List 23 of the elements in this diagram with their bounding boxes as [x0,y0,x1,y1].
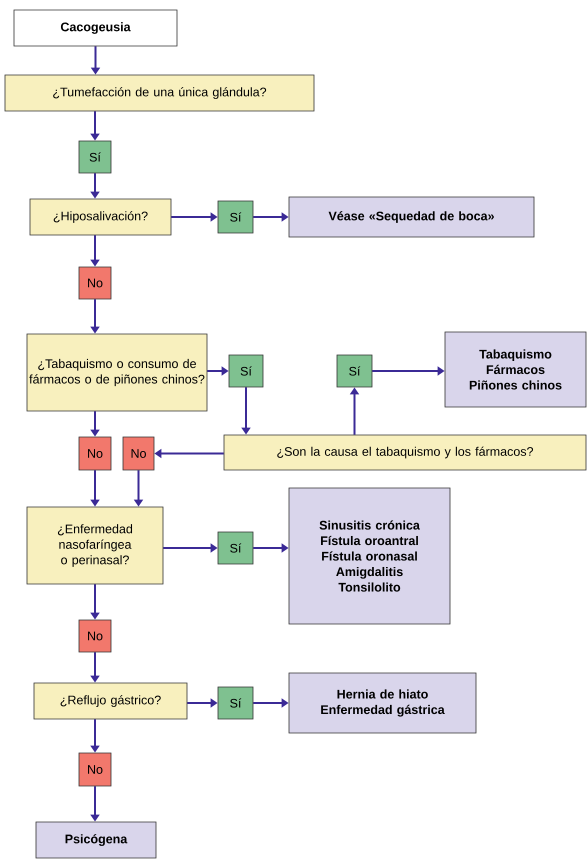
outcome-box: Sinusitis crónica Fístula oroantral Fístula oronasal Amigdalitis Tonsilolito [288,488,450,624]
answer-box: Sí [228,354,264,388]
outcome-box: Tabaquismo Fármacos Piñones chinos [444,332,586,408]
answer-box: No [78,436,112,470]
decision-box: ¿Tabaquismo o consumo de fármacos o de piñones chinos? [26,334,208,412]
answer-box: No [78,266,112,300]
answer-box: No [78,752,112,786]
decision-box: ¿Hiposalivación? [30,198,172,236]
outcome-box: Véase «Sequedad de boca» [288,196,534,238]
decision-box: ¿Reflujo gástrico? [34,682,188,720]
start-box: Cacogeusia [14,10,178,46]
answer-box: No [78,620,112,652]
answer-box: Sí [336,354,372,388]
answer-box: No [122,436,154,470]
answer-box: Sí [78,140,112,174]
answer-box: Sí [218,200,254,234]
decision-box: ¿Son la causa el tabaquismo y los fármacos? [224,434,586,470]
outcome-box: Psicógena [36,822,156,858]
outcome-box: Hernia de hiato Enfermedad gástrica [288,672,476,734]
answer-box: Sí [218,686,254,720]
decision-box: ¿Enfermedad nasofaríngea o perinasal? [26,506,164,584]
decision-box: ¿Tumefacción de una única glándula? [4,74,314,112]
answer-box: Sí [218,532,254,564]
